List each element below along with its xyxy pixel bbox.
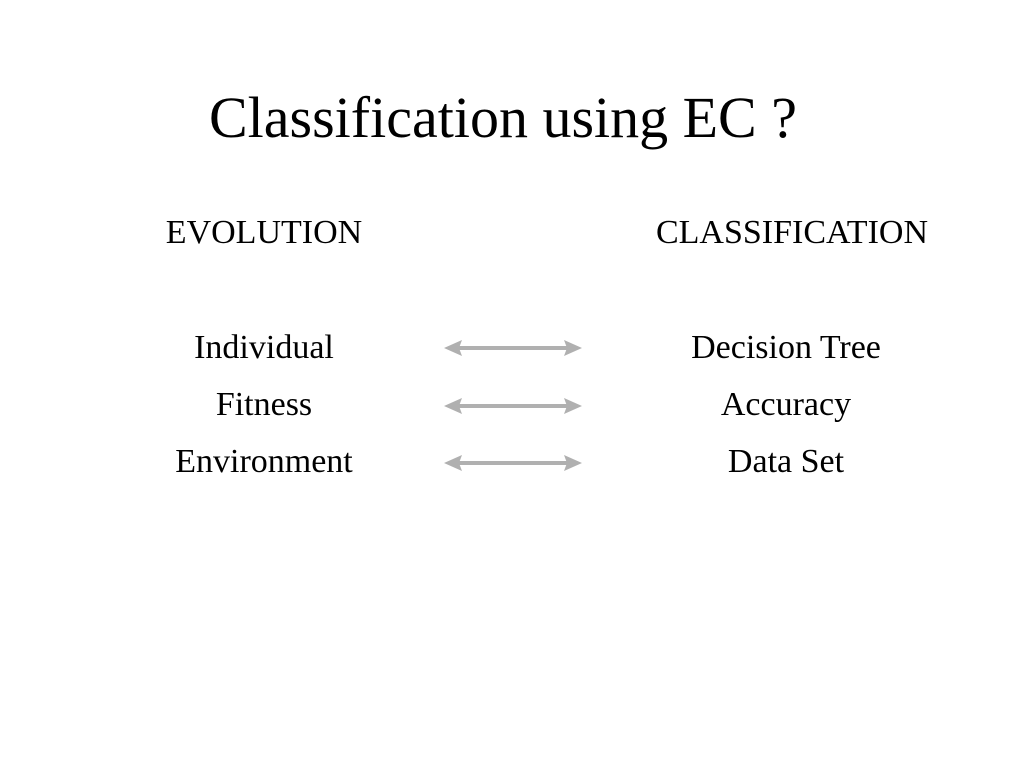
slide-title: Classification using EC ? (209, 85, 797, 150)
double-headed-arrow-icon (444, 340, 582, 356)
evolution-term: Individual (194, 329, 334, 366)
evolution-term: Fitness (215, 386, 313, 423)
classification-term: Accuracy (720, 386, 852, 423)
evolution-term: Environment (175, 443, 353, 480)
double-headed-arrow-icon (444, 455, 582, 471)
classification-term: Decision Tree (691, 329, 881, 366)
double-headed-arrow-icon (444, 398, 582, 414)
evolution-header: EVOLUTION (165, 214, 363, 251)
classification-header: CLASSIFICATION (655, 214, 929, 251)
classification-term: Data Set (727, 443, 845, 480)
